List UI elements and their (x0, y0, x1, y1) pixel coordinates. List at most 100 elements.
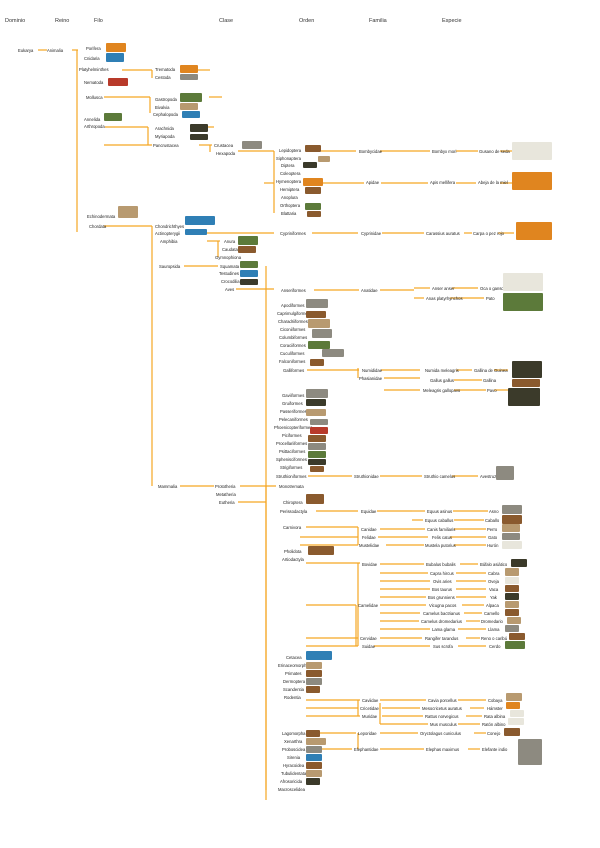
photo-proboscidea (306, 746, 322, 753)
node-numididae: Numididae (362, 368, 382, 373)
photo-hymenoptera (303, 178, 323, 186)
node-porifera: Porifera (86, 46, 101, 51)
node-chondrichthyes: Chondrichthyes (155, 224, 184, 229)
node-mustelidae: Mustelidae (359, 543, 379, 548)
node-elephantidae: Elephantidae (354, 747, 378, 752)
node-conejo: Conejo (487, 731, 500, 736)
node-vaca: Vaca (489, 587, 498, 592)
photo-caudata (238, 246, 256, 253)
photo-reno-o-caribu (509, 633, 525, 640)
photo-psittaciformes (308, 451, 326, 458)
photo-cestoda (180, 74, 198, 80)
photo-procellariiformes (308, 443, 326, 450)
photo-cabra (505, 568, 519, 576)
photo-cetacea (306, 651, 332, 660)
node-canidae: Canidae (361, 527, 377, 532)
node-hyracoidea: Hyracoidea (283, 763, 304, 768)
photo-alpaca (505, 601, 519, 608)
photo-asno (502, 505, 522, 514)
node-artiodactyla: Artiodactyla (282, 557, 304, 562)
node-hymenoptera: Hymenoptera (276, 179, 301, 184)
node-cerdo: Cerdo (489, 644, 500, 649)
node-hemiptera: Hemiptera (280, 187, 299, 192)
photo-cobaya (506, 693, 522, 701)
photo-chondrichthyes (185, 216, 215, 225)
node-aves: Aves (225, 287, 234, 292)
photo-oca-o-ganso (503, 273, 543, 291)
photo-sphenisciformes (308, 459, 326, 465)
photo-gusano-de-seda (512, 142, 552, 160)
photo-avestruz (496, 466, 514, 480)
node-gallina-de-guinea: Gallina de Guinea (474, 368, 508, 373)
photo-bufalo-asiatico (511, 559, 527, 567)
node-anseriformes: Anseriformes (281, 288, 306, 293)
node-nematoda: Nematoda (84, 80, 103, 85)
node-cetacea: Cetacea (286, 655, 302, 660)
node-hamster: Hámster (487, 706, 503, 711)
node-anoplura: Anoplura (281, 195, 298, 200)
photo-strigiformes (310, 466, 324, 472)
photo-porifera (106, 43, 126, 52)
photo-dermoptera (306, 678, 322, 685)
photo-dromedario (507, 617, 521, 624)
node-mollusca: Mollusca (86, 95, 103, 100)
node-apis-mellifera: Apis mellifera (430, 180, 455, 185)
node-orthoptera: Orthoptera (280, 203, 300, 208)
header-especie: Especie (442, 18, 462, 24)
node-amphibia: Amphibia (160, 239, 177, 244)
header-dominio: Dominio (5, 18, 25, 24)
node-dromedario: Dromedario (481, 619, 503, 624)
node-cabra: Cabra (488, 571, 499, 576)
photo-gallina (512, 379, 540, 387)
photo-llama (505, 625, 519, 632)
node-camelidae: Camelidae (358, 603, 378, 608)
photo-echinodermata (118, 206, 138, 218)
photo-cephalopoda (182, 111, 200, 118)
node-sus-scrofa: Sus scrofa (433, 644, 453, 649)
node-erinaceomorpha: Erinaceomorpha (278, 663, 309, 668)
node-vicugna-pacos: Vicugna pacos (429, 603, 456, 608)
node-mesocricetus-auratus: Mesocricetus auratus (422, 706, 462, 711)
node-diptera: Diptera (281, 163, 295, 168)
node-meleagris-gallopavo: Meleagris gallopavo (423, 388, 460, 393)
node-pato: Pato (486, 296, 495, 301)
node-trematoda: Trematoda (155, 67, 175, 72)
node-alpaca: Alpaca (486, 603, 499, 608)
photo-chiroptera (306, 494, 324, 504)
node-siphonaptera: Siphonaptera (276, 156, 301, 161)
photo-piciformes (308, 435, 326, 442)
node-pancrustacea: Pancrustacea (153, 143, 179, 148)
photo-charadriiformes (308, 319, 330, 328)
photo-afrosoricida (306, 778, 320, 785)
node-xenarthra: Xenarthra (284, 739, 302, 744)
photo-cnidaria (106, 53, 124, 62)
node-prototheria: Prototheria (215, 484, 235, 489)
node-felis-catus: Felis catus (432, 535, 452, 540)
node-lepidoptera: Lepidoptera (279, 148, 301, 153)
photo-blattaria (307, 211, 321, 217)
photo-squamata (240, 261, 258, 268)
node-cuculiformes: Cuculiformes (280, 351, 304, 356)
node-lagomorpha: Lagomorpha (282, 731, 306, 736)
node-bombycidae: Bombycidae (359, 149, 382, 154)
photo-orthoptera (305, 203, 321, 210)
node-crocodilia: Crocodilia (221, 279, 240, 284)
node-muridae: Muridae (362, 714, 377, 719)
node-ciconiiformes: Ciconiiformes (280, 327, 305, 332)
node-dermoptera: Dermoptera (283, 679, 305, 684)
node-passeriformes: Passeriformes (280, 409, 307, 414)
photo-perro (502, 524, 520, 532)
node-cricetidae: Cricetidae (360, 706, 379, 711)
photo-xenarthra (306, 738, 326, 745)
photo-caprimulgiformes (306, 311, 326, 318)
photo-pavo (508, 388, 540, 406)
node-arthropoda: Arthropoda (84, 124, 105, 129)
photo-actinopterygii (185, 229, 207, 235)
node-rata-albina: Rata albina (484, 714, 505, 719)
node-cestoda: Cestoda (155, 75, 171, 80)
node-crustacea: Crustacea (214, 143, 233, 148)
node-gato: Gato (488, 535, 497, 540)
node-cypriniformes: Cypriniformes (280, 231, 306, 236)
node-capra-hircus: Capra hircus (430, 571, 454, 576)
node-camelus-dromedarius: Camelus dromedarius (421, 619, 462, 624)
